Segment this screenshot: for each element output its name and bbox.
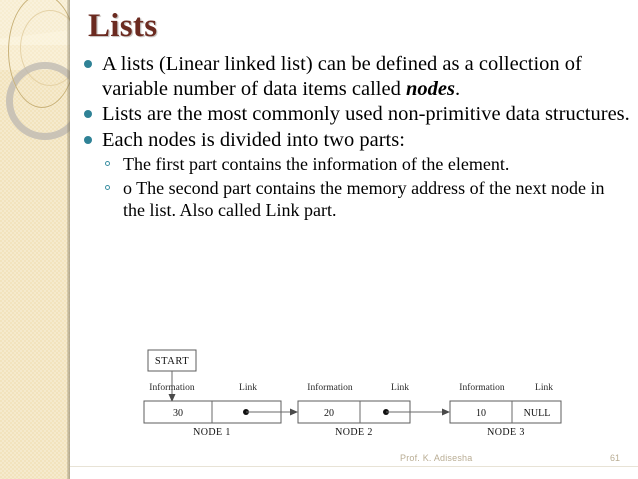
decorative-sidebar [0, 0, 70, 479]
bullet-list: A lists (Linear linked list) can be defi… [82, 52, 630, 221]
node2-to-node3-arrow-icon [442, 408, 450, 416]
node3-name: NODE 3 [487, 427, 525, 438]
node3-information-value: 10 [476, 408, 486, 419]
node3-link-value: NULL [524, 408, 551, 419]
hollow-circle-bullet-icon [105, 161, 110, 166]
bullet-1-text-before: A lists (Linear linked list) can be defi… [102, 53, 582, 100]
bullet-2-text: Lists are the most commonly used non-pri… [102, 103, 630, 125]
node3-box [449, 400, 562, 424]
bullet-item-3: Each nodes is divided into two parts: Th… [82, 128, 630, 222]
footer-author: Prof. K. Adisesha [400, 453, 473, 463]
node2-information-header: Information [307, 382, 353, 393]
node3-information-header: Information [459, 382, 505, 393]
node2-name: NODE 2 [335, 427, 373, 438]
node2-link-header: Link [391, 383, 409, 393]
bullet-1-emphasis: nodes [405, 77, 455, 100]
sub-bullet-1-text: The first part contains the information … [123, 154, 510, 174]
node1-to-node2-arrow-icon [290, 408, 298, 416]
sub-bullet-item-1: The first part contains the information … [102, 153, 630, 175]
bullet-1-text-after: . [454, 77, 461, 100]
bullet-dot-icon [84, 60, 92, 68]
node1-information-header: Information [149, 382, 195, 393]
sub-bullet-2-text: o The second part contains the memory ad… [123, 178, 605, 220]
bullet-3-text: Each nodes is divided into two parts: [102, 128, 405, 151]
node2-information-value: 20 [324, 408, 334, 419]
node3-link-header: Link [535, 383, 553, 393]
node1-link-header: Link [239, 383, 257, 393]
footer-divider [70, 466, 638, 467]
content-body: A lists (Linear linked list) can be defi… [82, 52, 630, 223]
decorative-ring-gold-icon [8, 0, 70, 108]
bullet-dot-icon [84, 110, 92, 118]
footer-page-number: 61 [609, 453, 620, 463]
bullet-item-2: Lists are the most commonly used non-pri… [82, 102, 630, 127]
sub-bullet-item-2: o The second part contains the memory ad… [102, 177, 630, 221]
start-label: START [155, 356, 189, 367]
sidebar-edge-line [67, 0, 70, 479]
start-arrow-head-icon [168, 394, 176, 402]
node1-name: NODE 1 [193, 427, 231, 438]
hollow-circle-bullet-icon [105, 185, 110, 190]
page-title: Lists [88, 8, 158, 44]
sub-bullet-list: The first part contains the information … [102, 153, 630, 221]
bullet-item-1: A lists (Linear linked list) can be defi… [82, 52, 630, 101]
node1-information-value: 30 [173, 408, 183, 419]
linked-list-diagram: START Information Link 30 NODE 1 Informa… [120, 344, 580, 440]
bullet-dot-icon [84, 135, 92, 144]
